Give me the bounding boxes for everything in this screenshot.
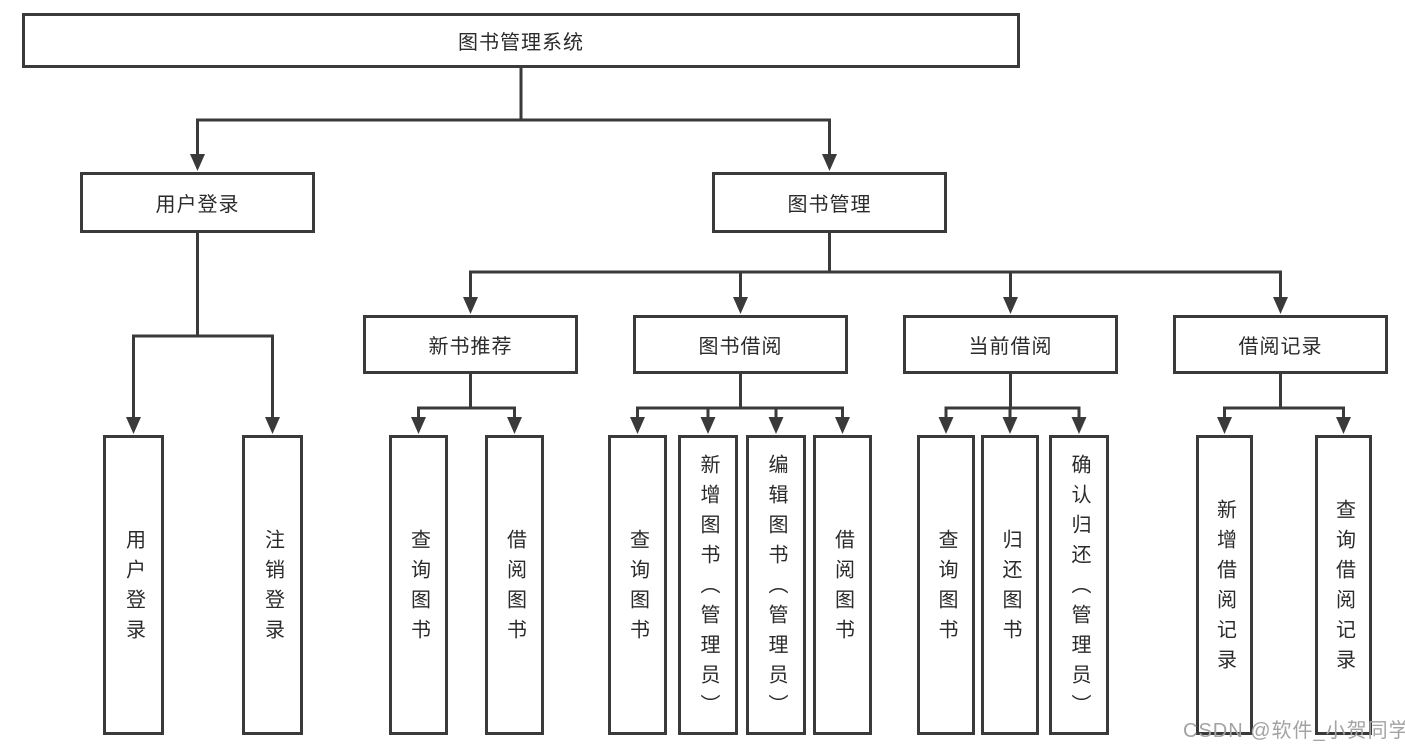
- arrow-icon: [1336, 417, 1351, 434]
- arrow-icon: [822, 154, 837, 171]
- arrow-icon: [1217, 417, 1232, 434]
- arrow-icon: [265, 417, 280, 434]
- arrow-icon: [1071, 417, 1087, 434]
- arrow-icon: [1003, 297, 1018, 314]
- arrow-icon: [835, 417, 850, 434]
- leaf-edit-book-admin: 编辑图书（管理员）: [746, 435, 806, 735]
- arrow-icon: [507, 417, 522, 434]
- connector-path: [132, 66, 1345, 426]
- arrow-icon: [630, 417, 645, 434]
- leaf-add-book-admin: 新增图书（管理员）: [678, 435, 738, 735]
- arrowheads: [126, 154, 1351, 434]
- leaf-add-borrow-record: 新增借阅记录: [1196, 435, 1253, 735]
- arrow-icon: [411, 417, 426, 434]
- leaf-query-books-recommend: 查询图书: [389, 435, 448, 735]
- leaf-query-books-current: 查询图书: [917, 435, 975, 735]
- arrow-icon: [938, 417, 954, 434]
- node-borrow-records: 借阅记录: [1173, 315, 1388, 374]
- csdn-watermark: CSDN @软件_小贺同学: [1183, 720, 1405, 742]
- leaf-logout: 注销登录: [242, 435, 303, 735]
- leaf-borrow-books-recommend: 借阅图书: [485, 435, 544, 735]
- arrow-icon: [700, 417, 716, 434]
- arrow-icon: [463, 297, 478, 314]
- node-user-login: 用户登录: [80, 172, 315, 233]
- leaf-query-borrow-record: 查询借阅记录: [1315, 435, 1372, 735]
- arrow-icon: [1273, 297, 1288, 314]
- leaf-confirm-return-admin: 确认归还（管理员）: [1049, 435, 1109, 735]
- arrow-icon: [733, 297, 748, 314]
- node-root: 图书管理系统: [22, 13, 1020, 68]
- arrow-icon: [1002, 417, 1018, 434]
- arrow-icon: [126, 417, 141, 434]
- node-new-book-recommend: 新书推荐: [363, 315, 578, 374]
- node-book-borrow: 图书借阅: [633, 315, 848, 374]
- node-current-borrow: 当前借阅: [903, 315, 1118, 374]
- leaf-borrow-books: 借阅图书: [813, 435, 872, 735]
- node-book-management: 图书管理: [712, 172, 947, 233]
- leaf-query-books-borrow: 查询图书: [608, 435, 667, 735]
- arrow-icon: [768, 417, 784, 434]
- leaf-return-books: 归还图书: [981, 435, 1039, 735]
- arrow-icon: [190, 154, 205, 171]
- leaf-user-login: 用户登录: [103, 435, 164, 735]
